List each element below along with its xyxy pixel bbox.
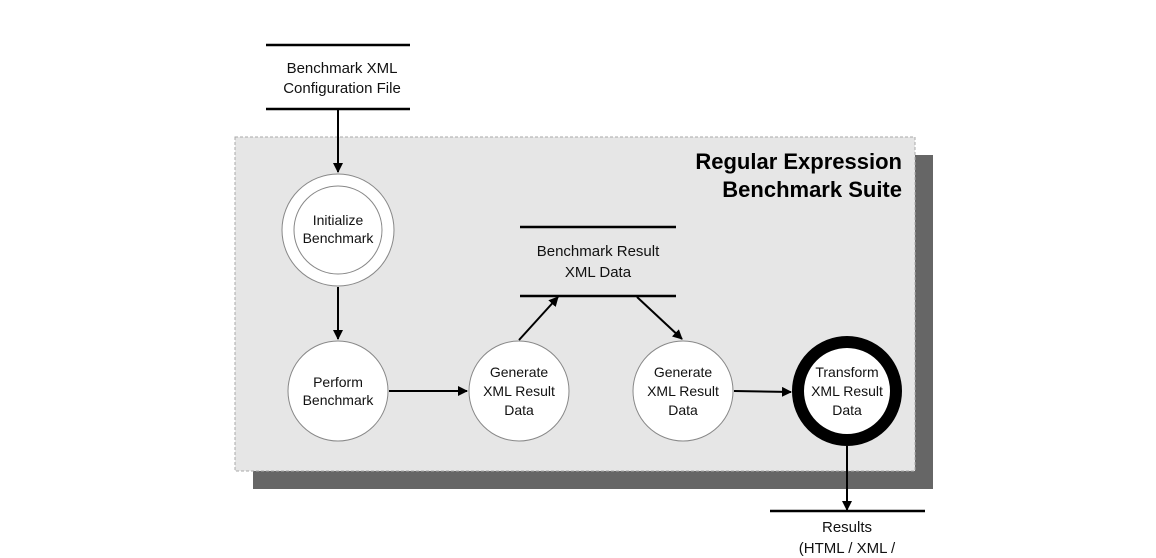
generate1-label-2: XML Result [483, 383, 555, 399]
results-label-1: Results [822, 519, 872, 536]
perform-label-2: Benchmark [303, 392, 375, 408]
process-generate-2: Generate XML Result Data [632, 340, 734, 442]
flow-generate2-to-transform [733, 386, 792, 397]
generate1-label-1: Generate [490, 364, 549, 380]
process-initialize: Initialize Benchmark [281, 173, 395, 287]
data-store-config: Benchmark XML Configuration File [266, 43, 410, 111]
suite-title-line-1: Regular Expression [695, 149, 902, 174]
process-perform: Perform Benchmark [287, 340, 389, 442]
result-data-label-1: Benchmark Result [537, 243, 660, 260]
process-generate-1: Generate XML Result Data [468, 340, 570, 442]
generate2-label-3: Data [668, 402, 698, 418]
data-store-results: Results (HTML / XML / [770, 509, 925, 557]
transform-label-2: XML Result [811, 383, 883, 399]
config-label-1: Benchmark XML [287, 60, 398, 77]
suite-title-line-2: Benchmark Suite [722, 177, 902, 202]
flow-generate1-to-result-data [518, 296, 559, 341]
flow-result-data-to-generate2 [636, 296, 683, 340]
perform-label-1: Perform [313, 374, 363, 390]
result-data-label-2: XML Data [565, 264, 632, 281]
data-store-result-data: Benchmark Result XML Data [520, 225, 676, 298]
process-transform: Transform XML Result Data [792, 336, 902, 446]
initialize-label-2: Benchmark [303, 230, 375, 246]
transform-label-3: Data [832, 402, 862, 418]
config-label-2: Configuration File [283, 80, 401, 97]
generate2-label-1: Generate [654, 364, 713, 380]
generate1-label-3: Data [504, 402, 534, 418]
initialize-label-1: Initialize [313, 212, 364, 228]
results-label-2: (HTML / XML / [799, 540, 896, 557]
generate2-label-2: XML Result [647, 383, 719, 399]
transform-label-1: Transform [815, 364, 878, 380]
